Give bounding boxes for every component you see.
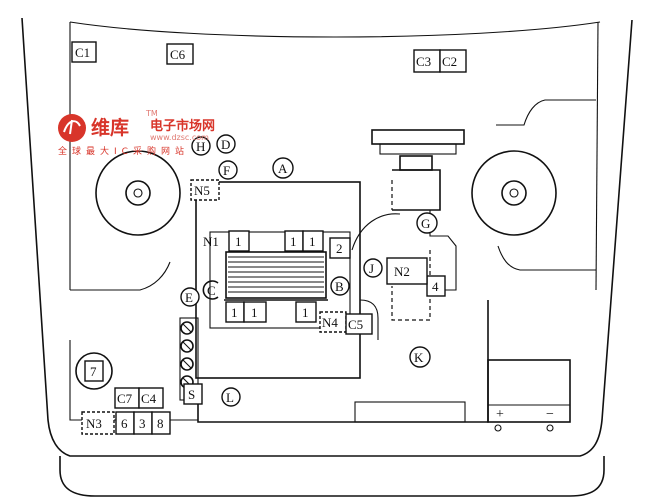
- label-n3: N3: [86, 416, 102, 431]
- label-c2: C2: [442, 54, 457, 69]
- battery-compartment: + −: [487, 359, 571, 432]
- watermark: 维库 电子市场网 TM www.dzsc.com 全球最大IC采购网站: [58, 109, 215, 157]
- battery-minus: −: [546, 407, 554, 422]
- label-n2: N2: [394, 264, 410, 279]
- label-one-b: 1: [290, 234, 297, 249]
- label-one-c: 1: [309, 234, 316, 249]
- watermark-logo-icon: [58, 114, 86, 142]
- label-one-a: 1: [235, 234, 242, 249]
- box-labels: C1 C6 C3 C2 N5 N1 1 1 1 2 N2 4 1 1 1 N4 …: [71, 41, 467, 435]
- label-c5: C5: [348, 317, 363, 332]
- label-four: 4: [432, 279, 439, 294]
- label-six: 6: [121, 416, 128, 431]
- label-f: F: [223, 163, 230, 178]
- battery-plus: +: [496, 407, 504, 422]
- label-h: H: [196, 139, 205, 154]
- label-n1: N1: [203, 234, 219, 249]
- label-eight: 8: [157, 416, 164, 431]
- watermark-url: www.dzsc.com: [150, 133, 209, 142]
- transformer: [224, 251, 328, 301]
- label-two: 2: [336, 241, 343, 256]
- label-n5: N5: [194, 183, 210, 198]
- label-c4: C4: [141, 391, 157, 406]
- right-tape-reel: [471, 150, 557, 236]
- label-l: L: [226, 390, 234, 405]
- housing-outline: [21, 17, 633, 497]
- label-one-e: 1: [251, 305, 258, 320]
- watermark-name: 电子市场网: [150, 118, 215, 134]
- label-three: 3: [139, 416, 146, 431]
- label-c1: C1: [75, 45, 90, 60]
- terminal-block: [180, 321, 194, 389]
- label-e: E: [185, 290, 193, 305]
- label-c3: C3: [416, 54, 431, 69]
- watermark-tagline: 全球最大IC采购网站: [58, 145, 189, 157]
- label-one-d: 1: [231, 305, 238, 320]
- label-one-f: 1: [302, 305, 309, 320]
- label-c7: C7: [117, 391, 133, 406]
- label-seven: 7: [90, 364, 97, 379]
- label-b: B: [335, 279, 344, 294]
- label-s: S: [188, 387, 195, 402]
- label-c: C: [207, 283, 216, 298]
- label-d: D: [221, 137, 230, 152]
- watermark-brand: 维库: [91, 116, 129, 139]
- label-g: G: [421, 216, 430, 231]
- watermark-tm: TM: [145, 109, 158, 118]
- label-c6: C6: [170, 47, 186, 62]
- label-a: A: [278, 161, 288, 176]
- circle-labels: H D F A G J B E C K L: [180, 134, 438, 407]
- label-k: K: [414, 350, 424, 365]
- left-tape-reel: [95, 150, 181, 236]
- label-j: J: [369, 261, 374, 276]
- label-n4: N4: [322, 315, 338, 330]
